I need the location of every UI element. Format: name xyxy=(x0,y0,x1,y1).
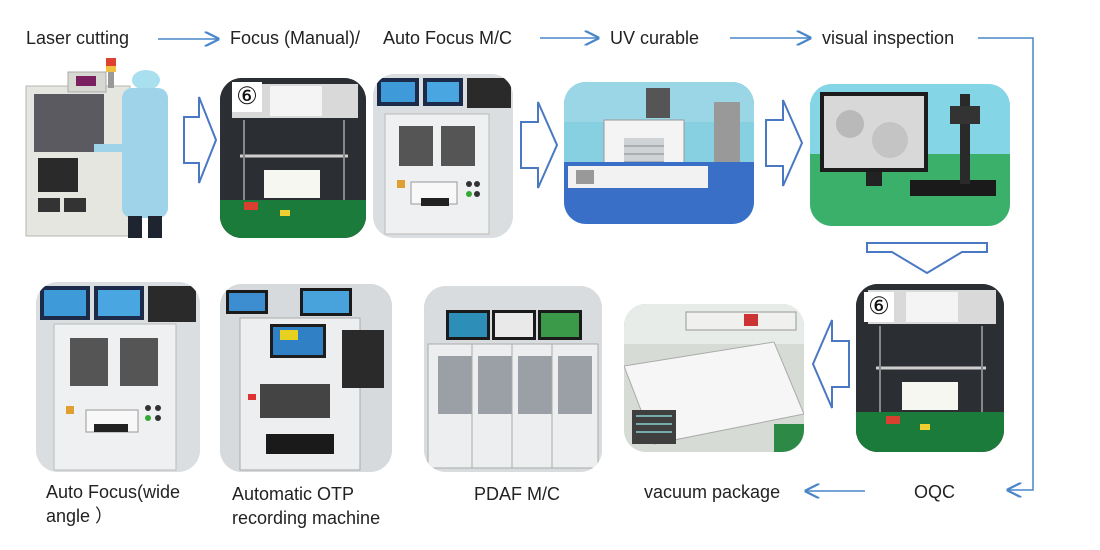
caption-pdaf: PDAF M/C xyxy=(474,484,561,504)
flow-arrow-down xyxy=(866,242,988,274)
caption-auto-focus-wide-line2: angle ） xyxy=(46,506,114,526)
caption-oqc: OQC xyxy=(914,482,956,502)
badge-six-focus: ⑥ xyxy=(232,82,262,112)
label-focus-manual: Focus (Manual)/ xyxy=(230,28,361,48)
photo-auto-focus xyxy=(373,74,513,238)
photo-auto-focus-wide xyxy=(36,282,200,472)
label-auto-focus: Auto Focus M/C xyxy=(383,28,513,48)
photo-focus-manual: ⑥ xyxy=(220,78,366,238)
photo-uv-curable xyxy=(564,82,754,224)
photo-pdaf xyxy=(424,286,602,472)
photo-oqc: ⑥ xyxy=(856,284,1004,452)
flow-arrow-right-3 xyxy=(765,99,803,187)
connector-visual-to-oqc xyxy=(978,37,1034,490)
photo-vacuum-package xyxy=(624,304,804,452)
photo-otp-machine xyxy=(220,284,392,472)
label-uv-curable: UV curable xyxy=(610,28,700,48)
caption-auto-focus-wide: Auto Focus(wide angle ） xyxy=(46,480,180,528)
label-laser-cutting: Laser cutting xyxy=(26,28,130,48)
caption-auto-focus-wide-line1: Auto Focus(wide xyxy=(46,482,181,502)
flow-arrow-right-2 xyxy=(520,101,558,189)
caption-otp-line2: recording machine xyxy=(232,508,381,528)
badge-six-oqc: ⑥ xyxy=(864,292,894,322)
flow-arrow-left xyxy=(812,319,850,409)
photo-visual-inspection xyxy=(810,84,1010,226)
caption-vacuum-package: vacuum package xyxy=(644,482,781,502)
caption-otp-machine: Automatic OTP recording machine xyxy=(232,482,380,530)
caption-otp-line1: Automatic OTP xyxy=(232,484,355,504)
label-visual-inspection: visual inspection xyxy=(822,28,955,48)
flow-arrow-right-1 xyxy=(183,96,217,184)
photo-laser-cutting xyxy=(24,58,184,238)
